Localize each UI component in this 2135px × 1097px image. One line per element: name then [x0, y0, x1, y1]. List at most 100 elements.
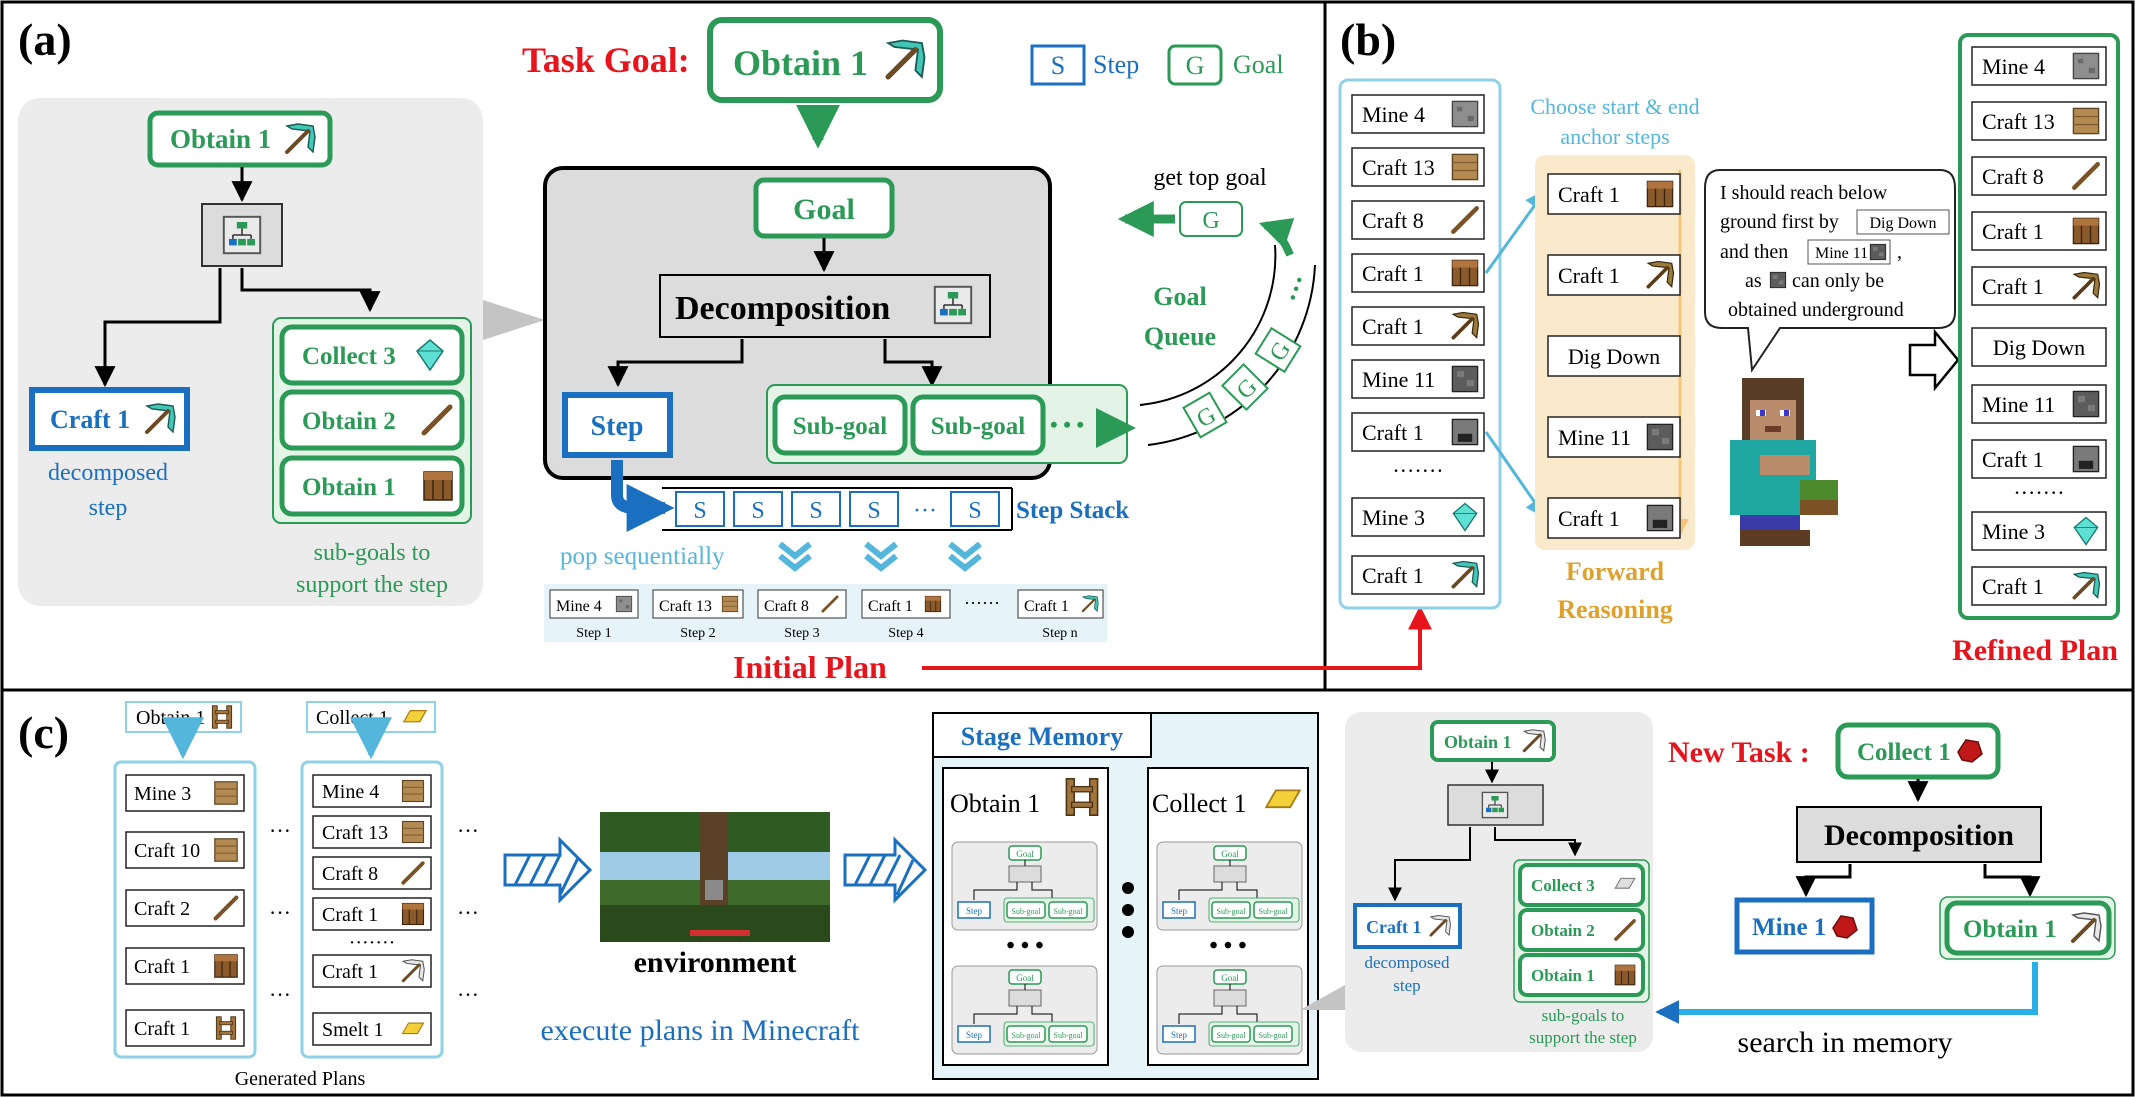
mini-decomposition-box [1213, 865, 1247, 883]
refined-item: Mine 4 [1982, 54, 2045, 79]
crafting-table-icon [1646, 180, 1674, 208]
mini-step-text: Step [966, 1030, 983, 1040]
furnace-icon [1451, 418, 1479, 446]
plan1-items: Mine 3 Craft 10 Craft 2 Craft 1 Craft 1 [125, 774, 245, 1047]
refined-item: Craft 1 [1982, 219, 2044, 244]
decomposition-tree-icon [1481, 791, 1509, 819]
anchor-caption-2: anchor steps [1560, 124, 1669, 149]
plan-item: Craft 13 [659, 598, 712, 615]
forward-items: Craft 1 Craft 1 Dig Down Mine 11 Craft 1 [1547, 173, 1681, 539]
refined-item: Craft 8 [1982, 164, 2044, 189]
forward-item: Craft 1 [1558, 263, 1620, 288]
list-item: Craft 1 [1362, 261, 1424, 286]
minecraft-environment-image [600, 812, 830, 942]
crafting-table-icon [1451, 259, 1479, 287]
plan1-item: Craft 2 [134, 898, 190, 920]
panel-b-label: (b) [1340, 14, 1396, 65]
list-item: Mine 3 [1362, 505, 1425, 530]
crafting-table-icon [1614, 964, 1636, 986]
center-subgoal-b [910, 394, 1046, 456]
retrieved-step-text: Craft 1 [1366, 917, 1421, 937]
center-subgoal-a-text: Sub-goal [793, 413, 888, 440]
mini-subgoal-box [1006, 1025, 1046, 1043]
striped-arrow-2 [843, 836, 928, 904]
decomposed-caption-2: step [89, 495, 128, 521]
initial-plan-items: Mine 4 Craft 13 Craft 8 Craft 1 Craft 1 … [1351, 94, 1485, 595]
mini-decomposition-box [1008, 865, 1042, 883]
forward-item: Dig Down [1568, 344, 1660, 369]
mini-subgoal-text: Sub-goal [1259, 907, 1289, 916]
refined-item: Craft 13 [1982, 109, 2055, 134]
center-step-text: Step [591, 411, 644, 442]
memory-pointer [1300, 985, 1345, 1010]
stack-item: S [809, 498, 822, 524]
plan2-items: Mine 4 Craft 13 Craft 8 Craft 1 ······· … [312, 774, 432, 1046]
legend-step-label: Step [1093, 50, 1139, 79]
plan1-item: Craft 1 [134, 956, 190, 978]
furnace-icon [2072, 445, 2100, 473]
plan-step-label: Step 4 [888, 626, 923, 641]
bubble-tag-box [1856, 209, 1950, 235]
legend-goal-mark: G [1186, 51, 1205, 80]
mini-subgoal-box [1253, 1025, 1293, 1043]
refined-item: Craft 1 [1982, 574, 2044, 599]
cobblestone-icon [2072, 390, 2100, 418]
mini-step-box [957, 1025, 991, 1043]
plan2-item: Craft 1 [322, 961, 378, 983]
bubble-comma: , [1897, 241, 1902, 263]
plans-ellipsis: ··· [269, 900, 291, 925]
plan-item: Craft 1 [1024, 598, 1069, 615]
mini-arrow [1031, 882, 1053, 898]
bubble-line-5: obtained underground [1728, 299, 1904, 321]
bubble-line-2: ground first by [1720, 211, 1839, 233]
plan2-goal: Collect 1 [316, 707, 389, 729]
memory-dot [1122, 904, 1134, 916]
stone-icon [615, 595, 633, 613]
mini-goal-text: Goal [1221, 849, 1239, 859]
mini-subgoal-text: Sub-goal [1054, 1031, 1084, 1040]
task-goal-value: Obtain 1 [733, 43, 868, 83]
plans-ellipsis: ··· [269, 818, 291, 843]
panel-a-label: (a) [18, 14, 72, 65]
pop-sequentially-label: pop sequentially [560, 543, 725, 570]
plan2-item: Craft 13 [322, 822, 388, 844]
retrieved-subgoals: Collect 3 Obtain 2 Obtain 1 [1518, 863, 1645, 997]
mini-arrow [1236, 882, 1258, 898]
plank-icon [401, 779, 425, 803]
goal-queue-outer [1139, 244, 1277, 406]
plank-icon [214, 838, 238, 862]
plan-ellipsis: ······ [964, 593, 1000, 613]
stage-memory-title: Stage Memory [961, 722, 1123, 751]
search-memory-arrow [1655, 962, 2038, 1024]
mini-step-box [1162, 1025, 1196, 1043]
mini-arrow [1178, 882, 1223, 900]
decomposition-tree-icon [222, 215, 262, 255]
execute-plans-label: execute plans in Minecraft [540, 1014, 860, 1047]
bubble-tag-mine: Mine 11 [1815, 245, 1868, 262]
plan1-item: Craft 1 [134, 1018, 190, 1040]
arrow [1795, 864, 1852, 898]
center-subgoal-ellipsis: • • • [1050, 412, 1084, 437]
arrow [240, 268, 381, 313]
mini-arrow [1178, 1006, 1223, 1024]
new-subgoal-text: Obtain 1 [1963, 916, 2057, 943]
mini-arrow [973, 1006, 1018, 1024]
crafting-table-icon [924, 595, 942, 613]
search-memory-label: search in memory [1738, 1026, 1953, 1059]
cobblestone-icon [1769, 271, 1787, 289]
center-subgoal-b-text: Sub-goal [931, 413, 1026, 440]
refine-arrow [1908, 328, 1960, 392]
striped-arrow-1 [503, 836, 593, 904]
new-step-text: Mine 1 [1752, 914, 1826, 941]
legend-step-mark: S [1051, 51, 1065, 80]
refined-items: Mine 4 Craft 13 Craft 8 Craft 1 Craft 1 … [1971, 46, 2107, 606]
generated-plans-label: Generated Plans [235, 1068, 366, 1090]
arrow [1983, 864, 2041, 898]
mini-goal-text: Goal [1016, 849, 1034, 859]
center-subgoal-a [772, 394, 908, 456]
subgoal-2-text: Obtain 2 [302, 408, 396, 435]
crafting-table-icon [214, 954, 238, 978]
mini-subgoal-box [1253, 901, 1293, 919]
